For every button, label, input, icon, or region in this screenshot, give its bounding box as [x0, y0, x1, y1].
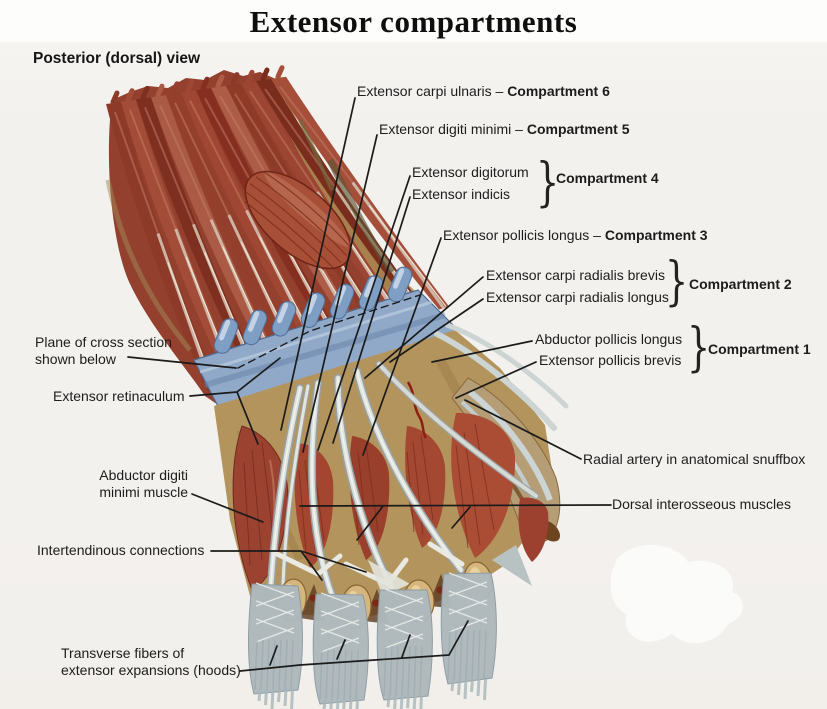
extensor-tendons — [267, 322, 569, 602]
label-transverse-fibers: Transverse fibers of extensor expansions… — [61, 645, 241, 678]
brace-compartment-1: } — [687, 318, 711, 378]
page-title: Extensor compartments — [249, 4, 578, 39]
label-radial-artery: Radial artery in anatomical snuffbox — [583, 451, 806, 467]
leader-compartment-5 — [302, 134, 378, 453]
label-abductor-digiti-minimi: Abductor digiti minimi muscle — [99, 467, 188, 500]
cross-section-dashed-line — [237, 294, 421, 369]
leader-ecr-longus — [389, 298, 484, 363]
label-extensor-indicis: Extensor indicis — [412, 186, 511, 202]
label-epb: Extensor pollicis brevis — [539, 352, 682, 368]
label-compartment-5: Extensor digiti minimi – Compartment 5 — [379, 121, 630, 137]
label-compartment-3: Extensor pollicis longus – Compartment 3 — [443, 227, 708, 243]
label-compartment-1: Compartment 1 — [708, 341, 811, 357]
label-intertendinous-connections: Intertendinous connections — [37, 542, 205, 558]
label-extensor-digitorum: Extensor digitorum — [412, 164, 529, 180]
whiteout-blob — [610, 544, 743, 644]
label-plane-of-cross-section: Plane of cross section shown below — [35, 334, 172, 367]
leader-compartment-6 — [280, 97, 356, 431]
leader-adm — [191, 493, 264, 523]
label-extensor-retinaculum: Extensor retinaculum — [53, 388, 185, 404]
leader-lines — [127, 97, 612, 672]
label-ecr-brevis: Extensor carpi radialis brevis — [486, 267, 665, 283]
leader-epb — [455, 361, 537, 399]
label-compartment-4: Compartment 4 — [556, 170, 659, 186]
brace-compartment-2: } — [665, 252, 689, 312]
label-compartment-6: Extensor carpi ulnaris – Compartment 6 — [357, 83, 610, 99]
intertendinous-connections — [272, 541, 465, 596]
label-compartment-2: Compartment 2 — [689, 276, 792, 292]
dorsal-interosseous-muscles — [294, 412, 549, 568]
leader-intertendinous — [210, 550, 367, 581]
leader-apl — [431, 340, 533, 363]
leader-dorsal-interossei — [299, 504, 612, 541]
fingers — [247, 545, 532, 709]
leader-retinaculum — [189, 357, 281, 445]
view-label: Posterior (dorsal) view — [33, 50, 201, 67]
leader-radial-artery — [464, 399, 582, 460]
label-apl: Abductor pollicis longus — [535, 331, 683, 347]
label-dorsal-interossei: Dorsal interosseous muscles — [612, 496, 791, 512]
leader-plane — [127, 356, 237, 369]
label-ecr-longus: Extensor carpi radialis longus — [486, 289, 669, 305]
leader-transverse — [239, 620, 469, 672]
oblique-muscle-belly — [244, 170, 352, 271]
brace-compartment-4: } — [536, 153, 560, 213]
radial-artery — [406, 381, 428, 439]
leader-extensor-indicis — [332, 196, 411, 444]
leader-ecr-brevis — [364, 276, 484, 379]
